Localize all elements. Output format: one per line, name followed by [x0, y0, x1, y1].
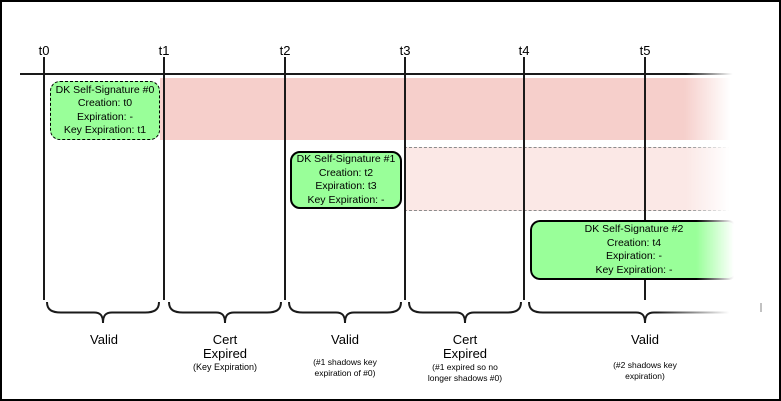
signature-creation: Creation: t0 — [77, 97, 133, 109]
brace-period-5 — [528, 302, 762, 324]
period-label: Valid — [90, 332, 118, 347]
signature-title: DK Self-Signature #0 — [55, 83, 155, 96]
period-label: Cert Expired — [202, 332, 248, 361]
tick-line-t2 — [284, 57, 286, 300]
period-3-valid: Valid (#1 shadows key expiration of #0) — [295, 333, 395, 378]
period-4-cert-expired: Cert Expired (#1 expired so no longer sh… — [415, 333, 515, 383]
brace-period-3 — [288, 302, 402, 324]
tick-line-t5 — [644, 57, 646, 300]
signature-key-expiration: Key Expiration: t1 — [63, 124, 147, 136]
tick-label-t3: t3 — [399, 43, 411, 58]
tick-label-t1: t1 — [158, 43, 170, 58]
signature-box-1: DK Self-Signature #1 Creation: t2 Expira… — [290, 151, 402, 209]
signature-title: DK Self-Signature #2 — [584, 223, 684, 235]
signature-key-expiration: Key Expiration: - — [307, 193, 385, 206]
period-note: (#1 shadows key expiration of #0) — [313, 357, 377, 378]
signature-box-0: DK Self-Signature #0 Creation: t0 Expira… — [50, 81, 160, 140]
period-label: Cert Expired — [442, 332, 488, 361]
tick-line-t0 — [43, 57, 45, 300]
tick-line-t4 — [523, 57, 525, 300]
signature-expiration: Expiration: - — [605, 250, 663, 262]
faded-brace-end-tick — [760, 303, 762, 312]
tick-label-t0: t0 — [38, 43, 50, 58]
expired-band-1-shadowed — [404, 147, 736, 211]
signature-creation: Creation: t2 — [318, 166, 374, 179]
timeline-axis — [20, 73, 736, 75]
period-note: (#2 shadows key expiration) — [613, 360, 677, 381]
signature-expiration: Expiration: - — [76, 110, 134, 123]
period-note: (Key Expiration) — [192, 362, 258, 372]
period-5-valid: Valid (#2 shadows key expiration) — [585, 333, 705, 381]
signature-box-2: DK Self-Signature #2 Creation: t4 Expira… — [530, 220, 738, 280]
signature-key-expiration: Key Expiration: - — [595, 263, 673, 276]
tick-label-t2: t2 — [279, 43, 291, 58]
tick-line-t3 — [404, 57, 406, 300]
period-2-cert-expired: Cert Expired (Key Expiration) — [170, 333, 280, 373]
brace-period-1 — [46, 302, 160, 324]
tick-line-t1 — [163, 57, 165, 300]
period-note: (#1 expired so no longer shadows #0) — [427, 362, 503, 383]
tick-label-t5: t5 — [639, 43, 651, 58]
period-1-valid: Valid — [54, 333, 154, 357]
signature-title: DK Self-Signature #1 — [296, 153, 396, 165]
period-label: Valid — [331, 332, 359, 347]
period-label: Valid — [631, 332, 659, 347]
tick-label-t4: t4 — [518, 43, 530, 58]
brace-period-4 — [408, 302, 522, 324]
expired-band-0 — [160, 78, 736, 140]
signature-expiration: Expiration: t3 — [315, 180, 377, 192]
signature-creation: Creation: t4 — [606, 236, 662, 249]
brace-period-2 — [168, 302, 282, 324]
